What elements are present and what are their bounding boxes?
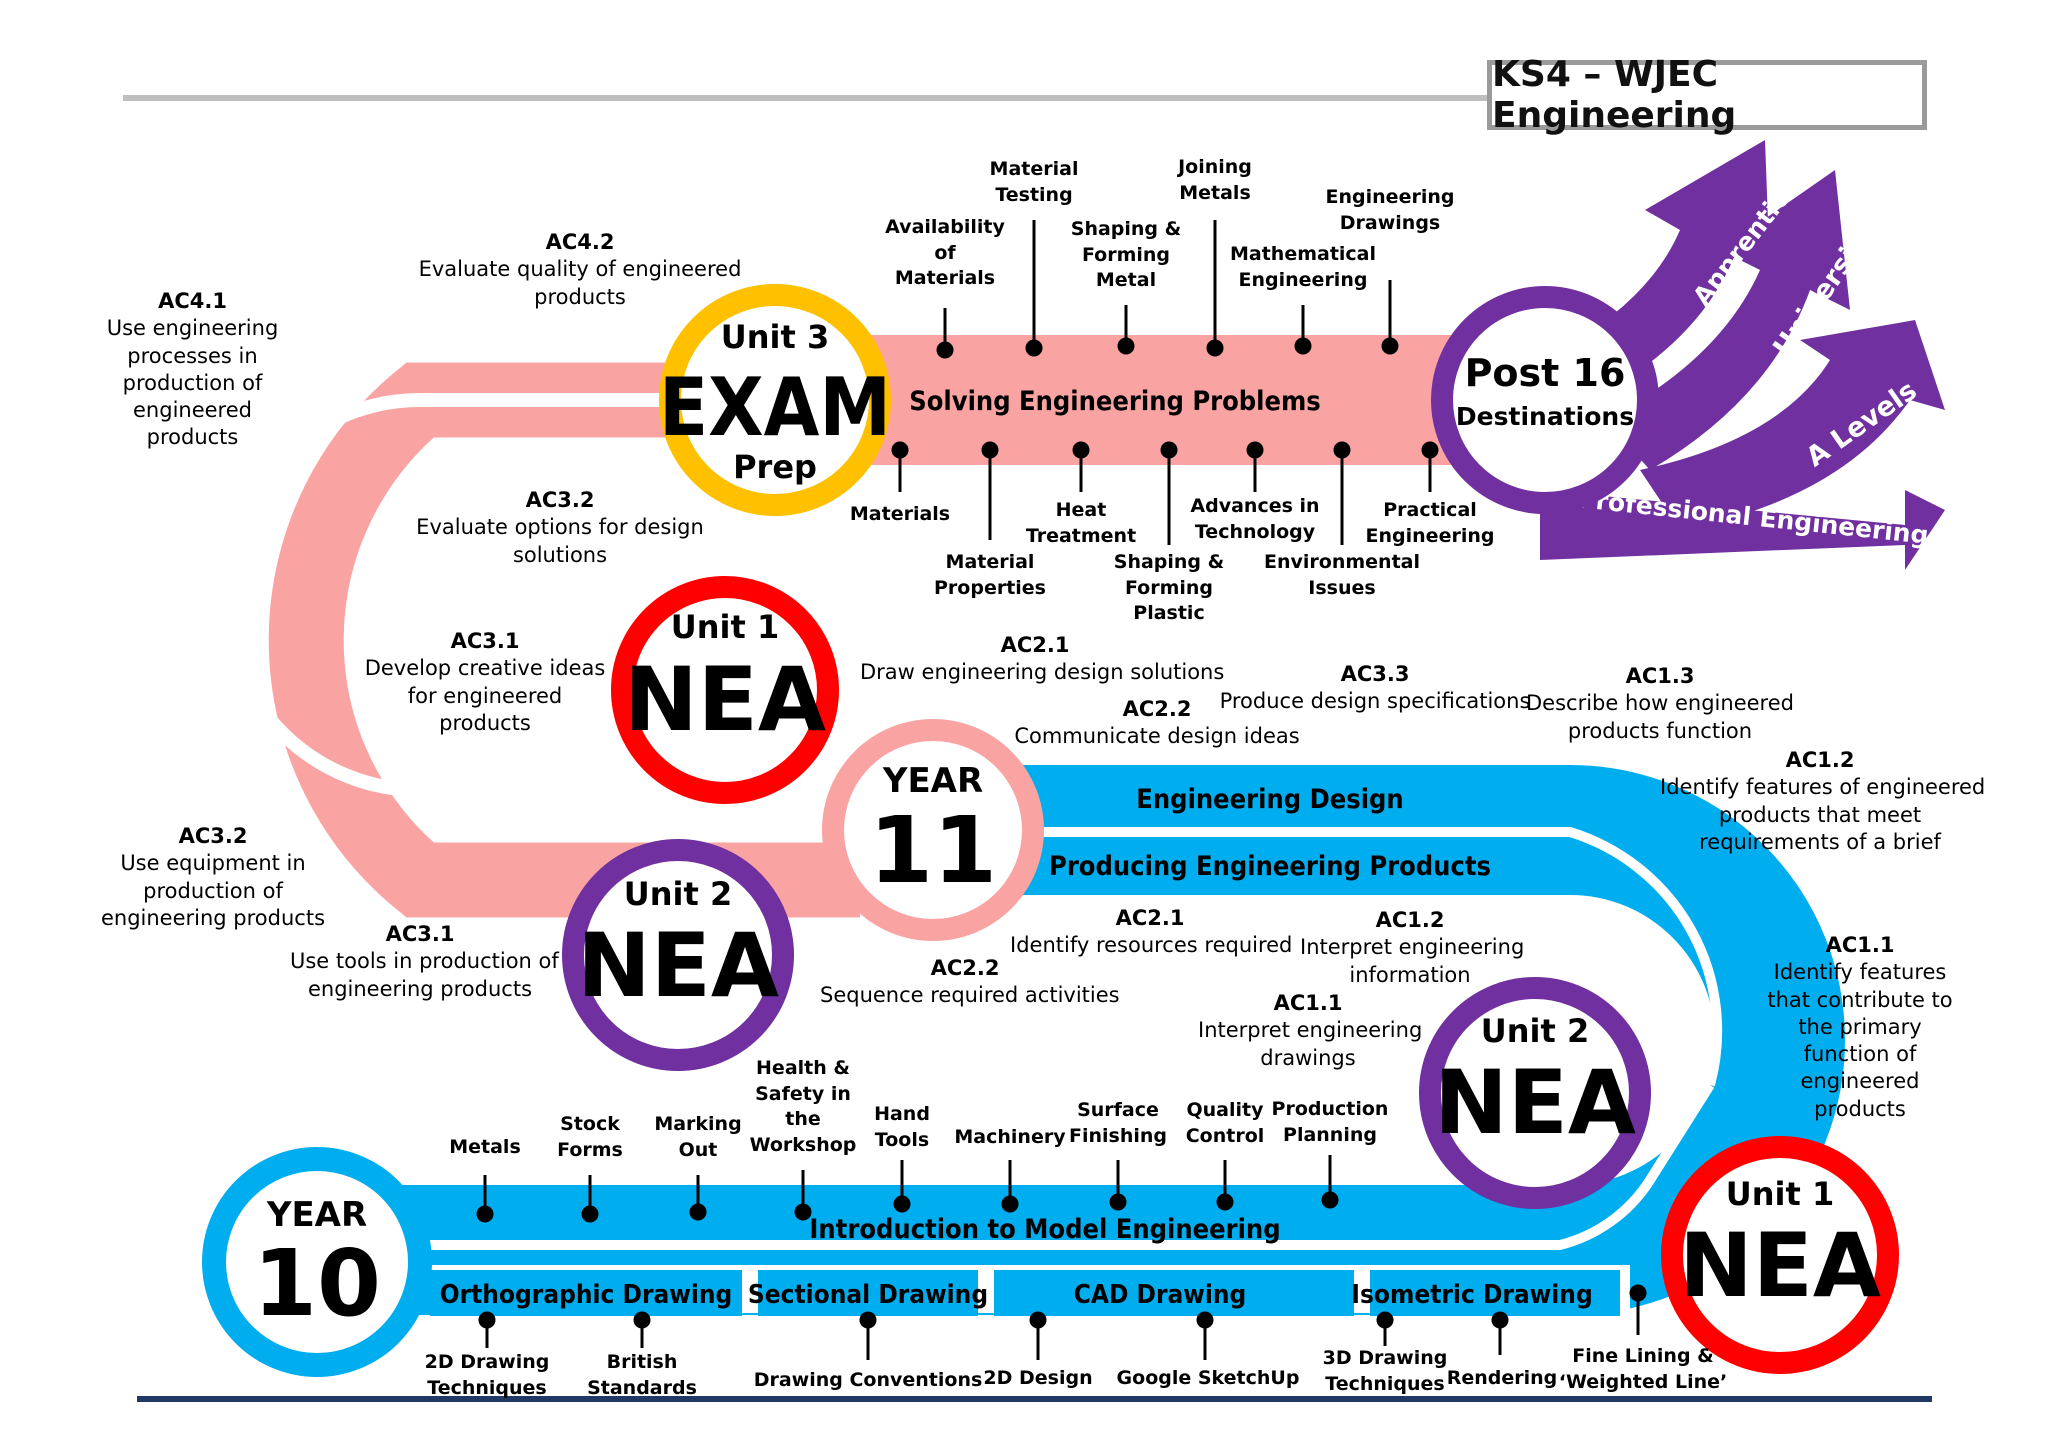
alevels-arrow <box>1640 320 1945 530</box>
band-solving: Solving Engineering Problems <box>909 386 1321 417</box>
blue-road-divider-bottom <box>430 1082 1715 1250</box>
topic-materials: Materials <box>849 503 951 525</box>
topic-heat-treatment: Heat Treatment <box>1025 499 1137 547</box>
band-orthographic: Orthographic Drawing <box>440 1280 733 1310</box>
svg-text:11: 11 <box>869 797 997 904</box>
topic-google-sketchup: Google SketchUp <box>1116 1367 1300 1389</box>
blue-road <box>320 765 1845 1316</box>
band-isometric: Isometric Drawing <box>1351 1280 1592 1310</box>
university-arrow <box>1605 170 1850 470</box>
svg-text:YEAR: YEAR <box>882 761 983 801</box>
svg-text:NEA: NEA <box>1679 1214 1881 1317</box>
band-sectional: Sectional Drawing <box>748 1280 988 1310</box>
band-producing: Producing Engineering Products <box>1049 851 1491 882</box>
topic-material-testing: Material Testing <box>989 158 1079 206</box>
topic-fine-lining: Fine Lining & ‘Weighted Line’ <box>1558 1345 1728 1393</box>
topic-quality-control: Quality Control <box>1185 1099 1265 1147</box>
topic-shaping-metal: Shaping & Forming Metal <box>1070 218 1182 292</box>
topic-2d-drawing: 2D Drawing Techniques <box>424 1351 550 1399</box>
badge-year11: YEAR 11 <box>822 719 1044 941</box>
topic-rendering: Rendering <box>1446 1367 1558 1389</box>
svg-text:EXAM: EXAM <box>659 361 891 454</box>
topic-availability: Availability of Materials <box>885 216 1005 290</box>
isometric-band <box>1370 1270 1620 1316</box>
topic-2d-design: 2D Design <box>983 1367 1093 1389</box>
svg-text:NEA: NEA <box>577 914 779 1017</box>
band-cad: CAD Drawing <box>1074 1280 1247 1310</box>
topic-hand-tools: Hand Tools <box>874 1103 930 1151</box>
badge-post16: Post 16 Destinations <box>1431 286 1659 514</box>
svg-text:Unit 2: Unit 2 <box>1481 1012 1589 1050</box>
svg-text:YEAR: YEAR <box>266 1195 367 1235</box>
topic-health-safety: Health & Safety in the Workshop <box>749 1057 857 1156</box>
band-design: Engineering Design <box>1136 784 1403 815</box>
blue-road-outer <box>320 765 1845 1315</box>
topic-surface-finishing: Surface Finishing <box>1068 1099 1168 1147</box>
badge-nea-unit2-right: Unit 2 NEA <box>1419 977 1651 1209</box>
badge-nea-unit2-left: Unit 2 NEA <box>562 839 794 1071</box>
topic-3d-drawing: 3D Drawing Techniques <box>1322 1347 1448 1395</box>
cad-band <box>994 1270 1354 1316</box>
badge-year10: YEAR 10 <box>202 1147 432 1377</box>
badge-nea-unit1-top: Unit 1 NEA <box>611 576 839 804</box>
topic-drawing-conventions: Drawing Conventions <box>753 1369 983 1391</box>
orthographic-band <box>430 1270 742 1316</box>
topic-environmental: Environmental Issues <box>1264 551 1420 599</box>
topic-mathematical: Mathematical Engineering <box>1229 243 1377 291</box>
svg-text:Prep: Prep <box>733 448 817 486</box>
topic-shaping-plastic: Shaping & Forming Plastic <box>1113 551 1225 625</box>
badge-exam: Unit 3 EXAM Prep <box>659 284 891 516</box>
sectional-band <box>758 1270 978 1316</box>
topic-metals: Metals <box>449 1136 521 1158</box>
topic-british-standards: British Standards <box>587 1351 697 1399</box>
criteria-ac22a: AC2.2 Communicate design ideas <box>1014 697 1300 749</box>
svg-text:10: 10 <box>253 1230 381 1337</box>
topic-engineering-drawings: Engineering Drawings <box>1325 186 1455 234</box>
topic-marking-out: Marking Out <box>654 1113 742 1161</box>
topic-material-properties: Material Properties <box>934 551 1046 599</box>
svg-text:Unit 1: Unit 1 <box>1726 1175 1834 1213</box>
svg-text:NEA: NEA <box>1434 1051 1636 1154</box>
topic-stock-forms: Stock Forms <box>557 1113 623 1161</box>
topic-advances: Advances in Technology <box>1190 495 1320 543</box>
svg-text:NEA: NEA <box>624 648 826 751</box>
criteria-ac21a: AC2.1 Draw engineering design solutions <box>860 633 1225 685</box>
professional-arrow <box>1540 490 1945 570</box>
pins <box>476 220 1647 1360</box>
bottom-rule <box>137 1396 1932 1402</box>
page-title: KS4 – WJEC Engineering <box>1487 54 1927 136</box>
criteria-ac33: AC3.3 Produce design specifications <box>1219 662 1531 714</box>
band-intro: Introduction to Model Engineering <box>809 1214 1280 1245</box>
criteria-ac21b: AC2.1 Identify resources required <box>1010 906 1293 958</box>
svg-text:Destinations: Destinations <box>1456 402 1634 431</box>
svg-text:Post 16: Post 16 <box>1465 351 1626 395</box>
badge-nea-unit1-bottom: Unit 1 NEA <box>1661 1136 1899 1374</box>
criteria-ac22b: AC2.2 Sequence required activities <box>820 956 1120 1008</box>
svg-text:Unit 3: Unit 3 <box>721 318 829 356</box>
blue-road-divider-top <box>1000 827 1723 1087</box>
topic-practical: Practical Engineering <box>1365 499 1495 547</box>
top-rule <box>123 95 1493 101</box>
topic-joining-metals: Joining Metals <box>1178 156 1252 204</box>
topic-production-planning: Production Planning <box>1271 1098 1389 1146</box>
pink-road-outer <box>268 362 860 918</box>
pink-road-inner <box>218 393 860 797</box>
svg-text:Unit 2: Unit 2 <box>624 875 732 913</box>
svg-text:Unit 1: Unit 1 <box>671 608 779 646</box>
topic-machinery: Machinery <box>954 1126 1066 1148</box>
